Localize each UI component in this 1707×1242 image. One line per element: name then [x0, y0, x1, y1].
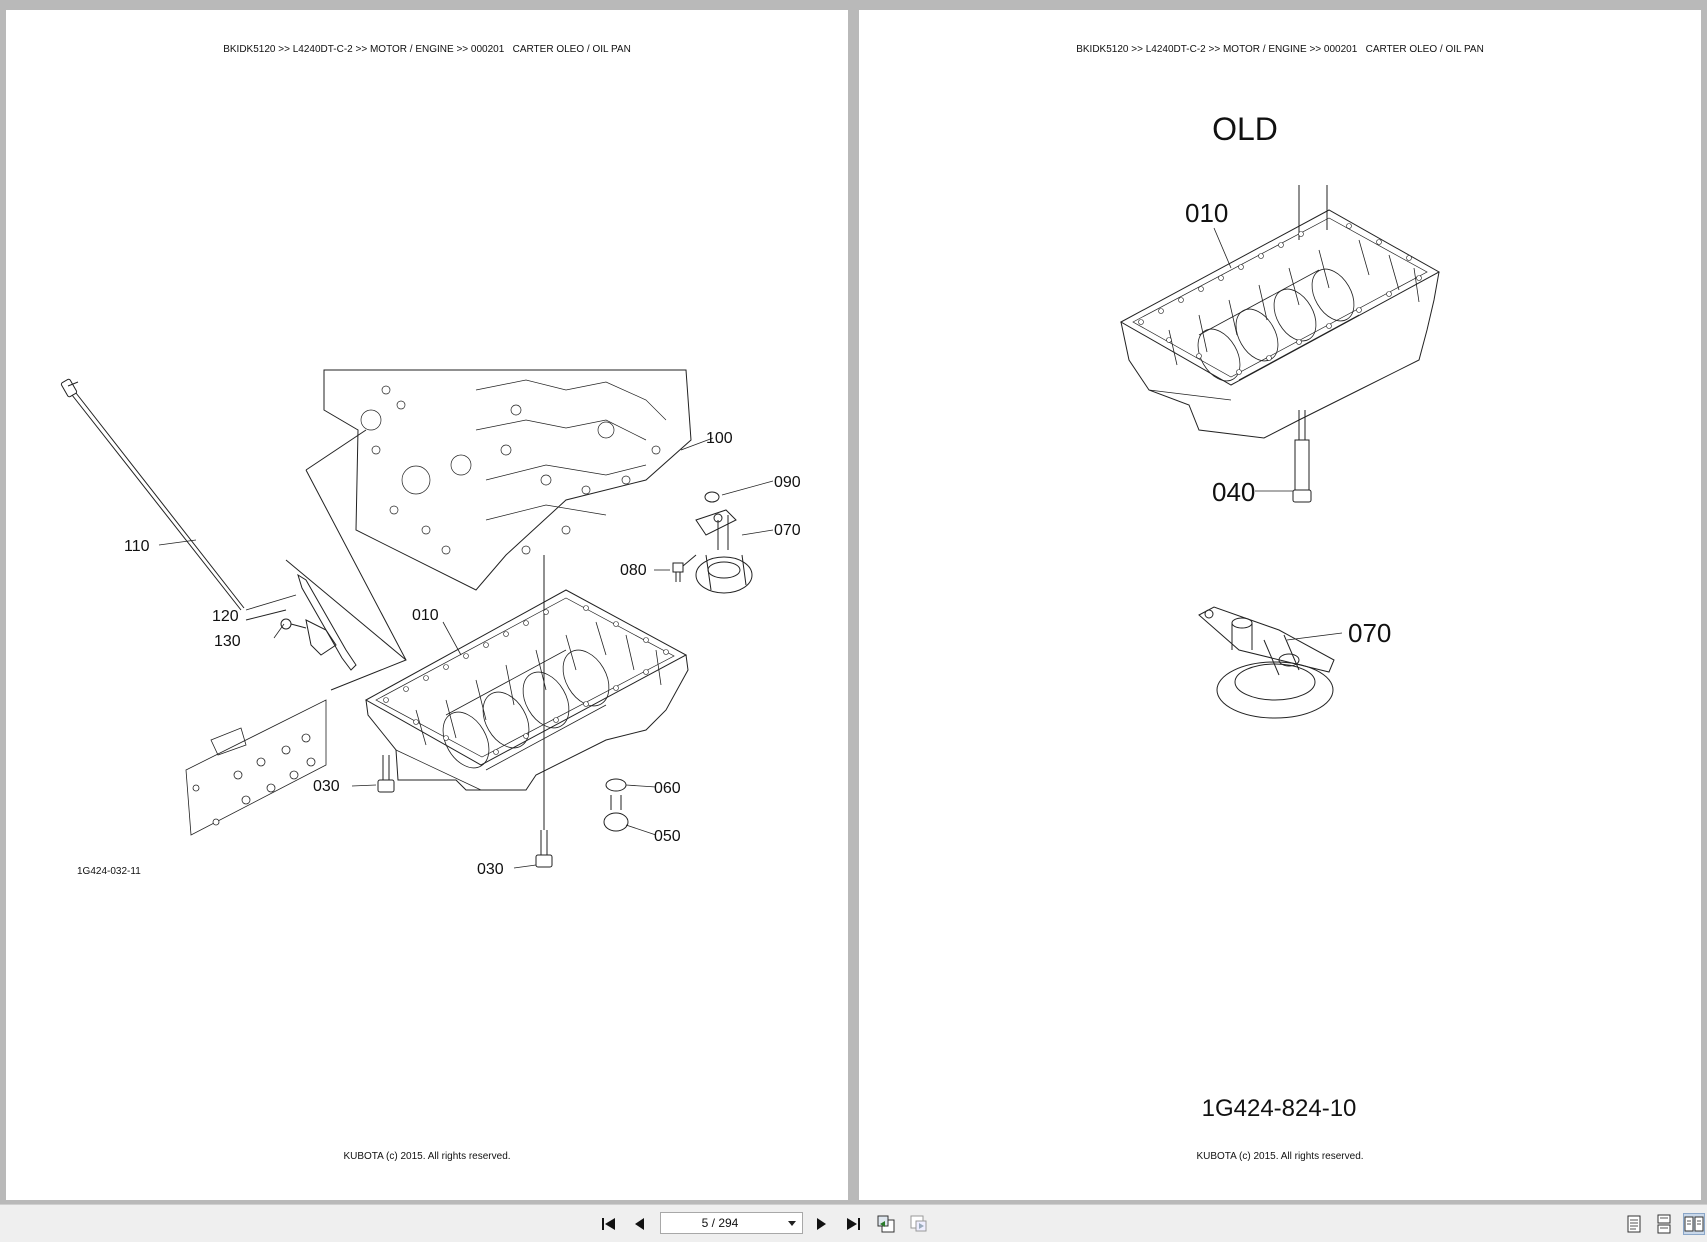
callout-label: 010	[1185, 198, 1228, 228]
bolt-030-left	[377, 755, 395, 793]
parts-exploded-diagram: 100 090 070 080 110 120 130 010 030 060 …	[60, 369, 801, 878]
document-page-right: BKIDK5120 >> L4240DT-C-2 >> MOTOR / ENGI…	[859, 10, 1701, 1200]
copyright-notice: KUBOTA (c) 2015. All rights reserved.	[1196, 1151, 1364, 1162]
facing-pages-view-button[interactable]	[1683, 1213, 1705, 1235]
callout-label: 130	[214, 633, 241, 650]
single-page-view-button[interactable]	[1623, 1213, 1645, 1235]
last-page-button[interactable]	[842, 1213, 864, 1235]
callout-label: 120	[212, 608, 239, 625]
callout-label: 090	[774, 474, 801, 491]
engine-block	[323, 369, 692, 591]
go-back-view-button[interactable]	[875, 1213, 897, 1235]
oil-pan	[364, 589, 689, 791]
previous-page-icon	[635, 1218, 644, 1230]
bolt-040	[1292, 410, 1312, 503]
page-breadcrumb: BKIDK5120 >> L4240DT-C-2 >> MOTOR / ENGI…	[223, 44, 631, 55]
dipstick	[60, 378, 245, 611]
oil-pan-old	[1119, 185, 1441, 439]
parts-supersession-diagram: OLD	[1119, 111, 1441, 1122]
document-page-left: BKIDK5120 >> L4240DT-C-2 >> MOTOR / ENGI…	[6, 10, 848, 1200]
drain-plug-050	[603, 795, 629, 832]
callout-label: 010	[412, 607, 439, 624]
callout-label: 110	[124, 538, 150, 555]
dipstick-guide	[245, 559, 407, 671]
callout-label: 070	[774, 522, 801, 539]
mounting-plate	[185, 699, 327, 836]
callout-label: 030	[313, 778, 340, 795]
continuous-view-icon	[1657, 1214, 1671, 1234]
callout-label: 050	[654, 828, 681, 845]
next-page-button[interactable]	[810, 1213, 832, 1235]
callout-label: 100	[706, 430, 733, 447]
single-page-view-icon	[1627, 1215, 1641, 1233]
page-number-field[interactable]	[660, 1212, 803, 1234]
diagram-id: 1G424-032-11	[77, 866, 141, 877]
oil-strainer-old	[1198, 606, 1335, 719]
next-page-icon	[817, 1218, 826, 1230]
bolt-080	[672, 554, 697, 582]
go-back-view-icon	[877, 1215, 895, 1233]
callout-label: 030	[477, 861, 504, 878]
bolt-030-bottom	[535, 830, 553, 868]
callout-label: 060	[654, 780, 681, 797]
copyright-notice: KUBOTA (c) 2015. All rights reserved.	[343, 1151, 511, 1162]
page-number-input[interactable]	[661, 1213, 779, 1233]
facing-pages-view-icon	[1684, 1216, 1704, 1232]
go-forward-view-button[interactable]	[908, 1213, 930, 1235]
callout-label: 070	[1348, 618, 1391, 648]
page-breadcrumb: BKIDK5120 >> L4240DT-C-2 >> MOTOR / ENGI…	[1076, 44, 1484, 55]
continuous-view-button[interactable]	[1653, 1213, 1675, 1235]
diagram-heading: OLD	[1212, 111, 1278, 147]
callout-label: 080	[620, 562, 647, 579]
go-forward-view-icon	[910, 1215, 927, 1232]
callout-label: 040	[1212, 477, 1255, 507]
previous-page-button[interactable]	[629, 1213, 651, 1235]
chevron-down-icon[interactable]	[784, 1215, 800, 1231]
oil-strainer	[695, 509, 753, 594]
first-page-button[interactable]	[598, 1213, 620, 1235]
gasket-060	[605, 778, 627, 792]
last-page-icon	[847, 1218, 860, 1230]
pdf-viewer-toolbar	[0, 1204, 1707, 1242]
diagram-id: 1G424-824-10	[1202, 1095, 1357, 1122]
first-page-icon	[602, 1218, 615, 1230]
o-ring-090	[704, 491, 720, 503]
